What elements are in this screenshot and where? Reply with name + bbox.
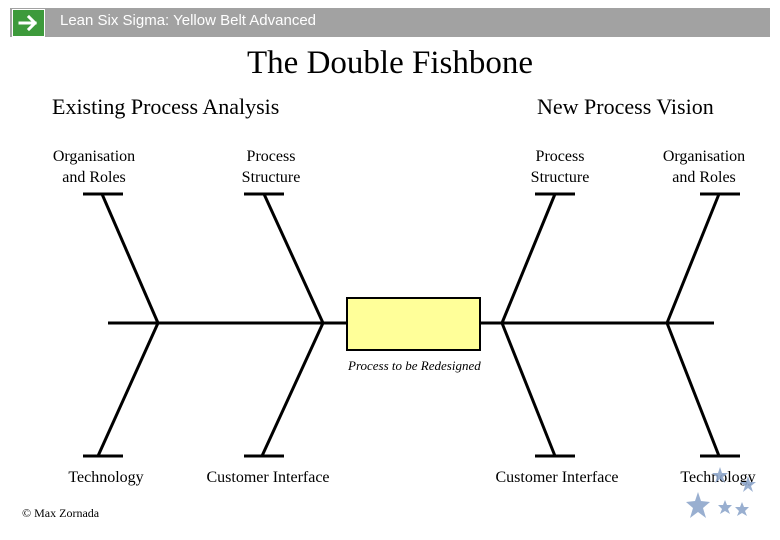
header-bar xyxy=(10,8,770,37)
bone-process-left xyxy=(262,193,325,324)
label-customer-right: Customer Interface xyxy=(495,469,619,486)
new-process-heading: New Process Vision xyxy=(537,94,714,119)
bone-customer-left xyxy=(260,322,325,457)
existing-process-heading: Existing Process Analysis xyxy=(52,94,280,119)
copyright: © Max Zornada xyxy=(22,506,100,520)
label-organisation-left: Organisation and Roles xyxy=(52,148,136,186)
bone-organisation-right xyxy=(665,193,721,324)
label-process-right: Process Structure xyxy=(530,148,590,186)
label-customer-left: Customer Interface xyxy=(206,469,330,486)
arrow-right-icon xyxy=(12,9,45,37)
bone-technology-right xyxy=(665,322,721,457)
label-technology-left: Technology xyxy=(68,469,144,486)
process-caption: Process to be Redesigned xyxy=(348,358,481,373)
bone-technology-left xyxy=(96,322,160,457)
bone-process-right xyxy=(500,193,557,324)
stars-icon xyxy=(686,467,756,518)
label-process-left: Process Structure xyxy=(241,148,301,186)
bone-organisation-left xyxy=(100,193,160,324)
slide-title: The Double Fishbone xyxy=(247,45,533,81)
bone-customer-right xyxy=(500,322,557,457)
process-box xyxy=(346,297,481,351)
header-title: Lean Six Sigma: Yellow Belt Advanced xyxy=(60,12,317,29)
label-organisation-right: Organisation and Roles xyxy=(662,148,746,186)
